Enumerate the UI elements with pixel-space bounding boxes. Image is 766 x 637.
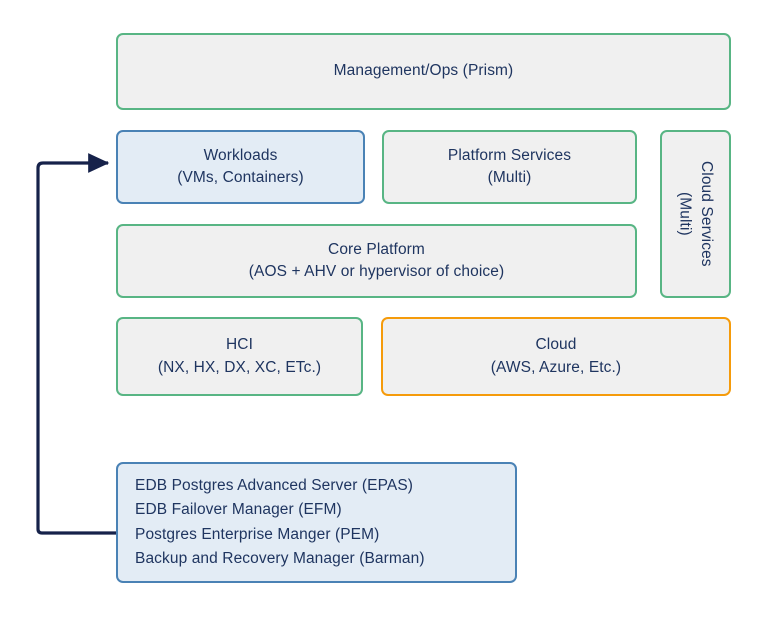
box-cloud[interactable]: Cloud (AWS, Azure, Etc.) xyxy=(381,317,731,396)
box-platform-services-label: Platform Services (Multi) xyxy=(447,146,572,186)
box-core-platform-label: Core Platform (AOS + AHV or hypervisor o… xyxy=(248,240,505,280)
box-edb-components[interactable]: EDB Postgres Advanced Server (EPAS) EDB … xyxy=(116,462,517,583)
box-management-ops-label: Management/Ops (Prism) xyxy=(333,62,514,80)
box-cloud-services[interactable]: Cloud Services (Multi) xyxy=(660,130,731,298)
box-hci[interactable]: HCI (NX, HX, DX, XC, ETc.) xyxy=(116,317,363,396)
box-edb-components-label: EDB Postgres Advanced Server (EPAS) EDB … xyxy=(135,476,425,567)
edb-to-workloads-arrow xyxy=(36,153,117,535)
box-management-ops[interactable]: Management/Ops (Prism) xyxy=(116,33,731,110)
box-platform-services[interactable]: Platform Services (Multi) xyxy=(382,130,637,204)
box-workloads[interactable]: Workloads (VMs, Containers) xyxy=(116,130,365,204)
box-cloud-services-label: Cloud Services (Multi) xyxy=(676,161,716,267)
box-workloads-label: Workloads (VMs, Containers) xyxy=(177,146,304,186)
box-hci-label: HCI (NX, HX, DX, XC, ETc.) xyxy=(157,336,322,376)
box-cloud-label: Cloud (AWS, Azure, Etc.) xyxy=(490,336,622,376)
box-core-platform[interactable]: Core Platform (AOS + AHV or hypervisor o… xyxy=(116,224,637,298)
